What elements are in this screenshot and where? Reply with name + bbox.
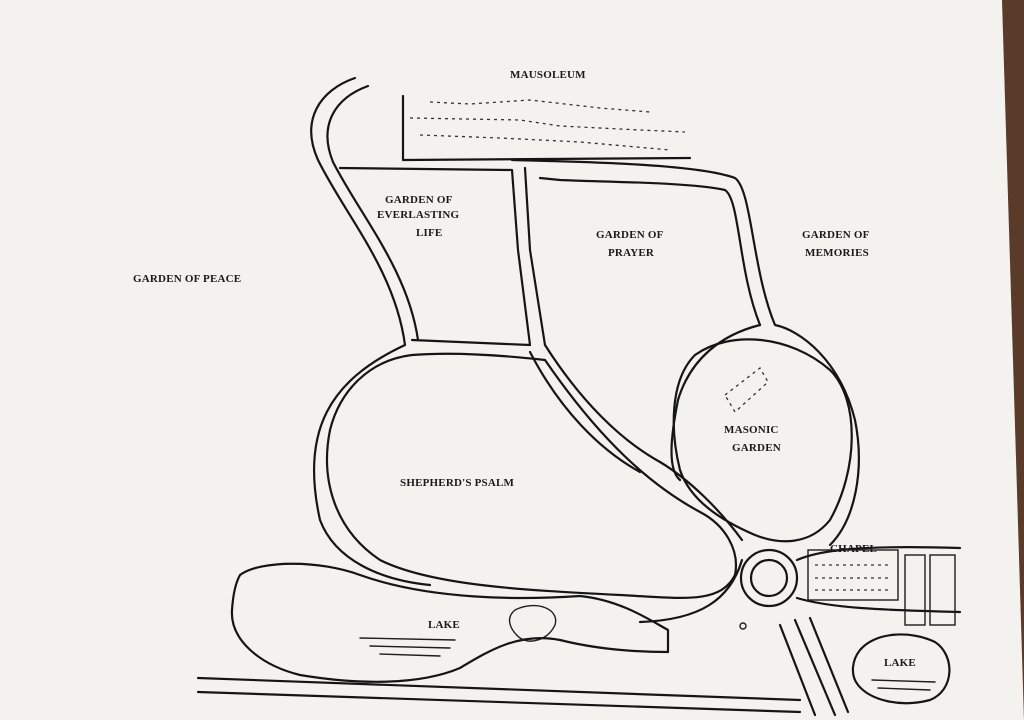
- label-prayer-1: GARDEN OF: [596, 229, 664, 241]
- road-to-chapel: [638, 558, 744, 624]
- lake-ripple-3: [379, 653, 441, 657]
- entrance-road-1: [793, 618, 837, 717]
- prayer-diagonal-road-2: [528, 350, 642, 474]
- masonic-plot: [724, 367, 769, 414]
- everlasting-boundary: [338, 166, 532, 347]
- label-psalm: SHEPHERD'S PSALM: [400, 477, 515, 489]
- mausoleum-outline: [401, 94, 692, 162]
- roundabout-outer: [739, 548, 799, 608]
- label-peace: GARDEN OF PEACE: [133, 273, 241, 285]
- label-prayer-2: PRAYER: [608, 247, 655, 259]
- roundabout-inner: [749, 558, 789, 598]
- top-road-outer: [510, 158, 860, 547]
- label-masonic-1: MASONIC: [724, 424, 779, 436]
- chapel-hatch: [815, 564, 890, 591]
- road-chapel-lower: [795, 596, 962, 614]
- masonic-boundary: [672, 338, 853, 543]
- mausoleum-detail: [409, 117, 686, 133]
- entrance-road-2: [808, 616, 850, 714]
- mausoleum-detail-2: [419, 134, 671, 151]
- everlasting-road-right: [523, 166, 547, 347]
- lake-ripple-2: [369, 645, 451, 649]
- label-lake-small: LAKE: [884, 657, 916, 669]
- label-everlasting-3: LIFE: [416, 227, 442, 239]
- lake-island: [508, 604, 557, 642]
- label-chapel: CHAPEL: [830, 543, 877, 555]
- main-lake-boundary: [230, 562, 670, 683]
- entrance-road-3: [778, 623, 817, 717]
- small-lake-boundary: [851, 633, 951, 705]
- label-lake-main: LAKE: [428, 619, 460, 631]
- lake-ripple-1: [359, 637, 456, 641]
- label-memories-2: MEMORIES: [805, 247, 869, 259]
- marker-point: [739, 622, 747, 630]
- annex-building-2: [929, 554, 956, 626]
- label-everlasting-1: GARDEN OF: [385, 194, 453, 206]
- mausoleum-detail-3: [429, 99, 651, 113]
- outer-road-left: [310, 76, 432, 587]
- annex-building-1: [904, 554, 926, 626]
- label-masonic-2: GARDEN: [732, 442, 781, 454]
- road-to-chapel-2: [795, 546, 962, 562]
- masonic-road: [670, 323, 762, 482]
- bottom-road-2: [196, 690, 802, 714]
- small-lake-ripple-1: [871, 679, 936, 683]
- label-mausoleum: MAUSOLEUM: [510, 69, 586, 81]
- label-memories-1: GARDEN OF: [802, 229, 870, 241]
- small-lake-ripple-2: [877, 687, 931, 691]
- paper-shadow-edge: [1002, 0, 1024, 720]
- label-everlasting-2: EVERLASTING: [377, 209, 460, 221]
- chapel-building: [807, 549, 899, 601]
- top-road-inner: [538, 176, 762, 327]
- psalm-boundary: [326, 352, 738, 599]
- outer-road-left-inner: [326, 84, 420, 342]
- prayer-diagonal-road: [543, 343, 744, 542]
- bottom-road-1: [196, 676, 802, 702]
